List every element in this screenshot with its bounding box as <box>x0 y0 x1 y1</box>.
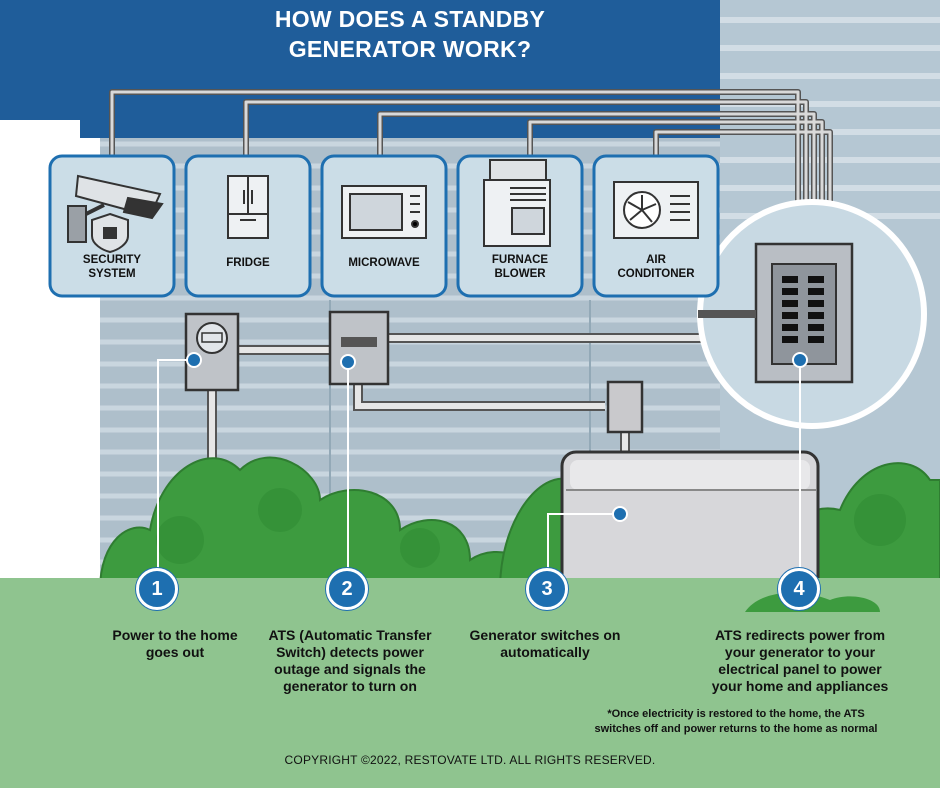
step-2-badge: 2 <box>326 568 368 610</box>
caption-line: ATS redirects power from <box>714 627 886 643</box>
copyright-text: COPYRIGHT ©2022, RESTOVATE LTD. ALL RIGH… <box>284 753 656 767</box>
card-label-security: SECURITY SYSTEM <box>50 253 174 281</box>
title-line-2: GENERATOR WORK? <box>288 36 532 62</box>
caption-line: Power to the home <box>112 627 238 643</box>
step-1-caption: Power to the home goes out <box>70 627 280 661</box>
air-conditioner-icon <box>613 181 699 239</box>
step-pointers <box>157 359 801 572</box>
card-label-line: CONDITONER <box>617 268 695 280</box>
card-label-line: AIR <box>646 254 666 266</box>
transfer-switch <box>328 310 390 386</box>
card-label-air-conditioner: AIR CONDITONER <box>594 253 718 281</box>
furnace-icon <box>483 159 551 247</box>
card-label-line: SECURITY <box>82 254 142 266</box>
step-3-badge: 3 <box>526 568 568 610</box>
card-label-line: FURNACE <box>491 254 549 266</box>
caption-line: your home and appliances <box>711 678 889 694</box>
card-label-fridge: FRIDGE <box>186 256 310 270</box>
card-label-line: SYSTEM <box>88 268 136 280</box>
card-label-microwave: MICROWAVE <box>322 256 446 270</box>
caption-line: ATS (Automatic Transfer <box>268 627 432 643</box>
card-label-line: FRIDGE <box>226 257 270 269</box>
generator <box>560 380 820 616</box>
footnote-line: switches off and power returns to the ho… <box>594 723 878 735</box>
card-label-line: MICROWAVE <box>348 257 420 269</box>
footnote: *Once electricity is restored to the hom… <box>560 707 912 737</box>
card-label-line: BLOWER <box>494 268 546 280</box>
caption-line: Switch) detects power <box>276 644 424 660</box>
electrical-panel <box>697 199 927 429</box>
step-2-caption: ATS (Automatic Transfer Switch) detects … <box>240 627 460 695</box>
card-label-furnace: FURNACE BLOWER <box>458 253 582 281</box>
microwave-icon <box>341 185 427 239</box>
security-camera-icon <box>67 174 164 254</box>
caption-line: generator to turn on <box>283 678 417 694</box>
step-1-badge: 1 <box>136 568 178 610</box>
caption-line: automatically <box>500 644 590 660</box>
title-line-1: HOW DOES A STANDBY <box>274 6 546 32</box>
step-4-badge: 4 <box>778 568 820 610</box>
fridge-icon <box>227 175 269 239</box>
caption-line: outage and signals the <box>274 661 426 677</box>
caption-line: goes out <box>145 644 205 660</box>
step-3-caption: Generator switches on automatically <box>440 627 650 661</box>
step-4-caption: ATS redirects power from your generator … <box>680 627 920 695</box>
caption-line: electrical panel to power <box>718 661 882 677</box>
page-title: HOW DOES A STANDBY GENERATOR WORK? <box>190 4 630 64</box>
ground <box>0 578 940 788</box>
caption-line: your generator to your <box>724 644 876 660</box>
caption-line: Generator switches on <box>469 627 621 643</box>
footnote-line: *Once electricity is restored to the hom… <box>607 708 865 720</box>
utility-meter <box>184 312 240 392</box>
